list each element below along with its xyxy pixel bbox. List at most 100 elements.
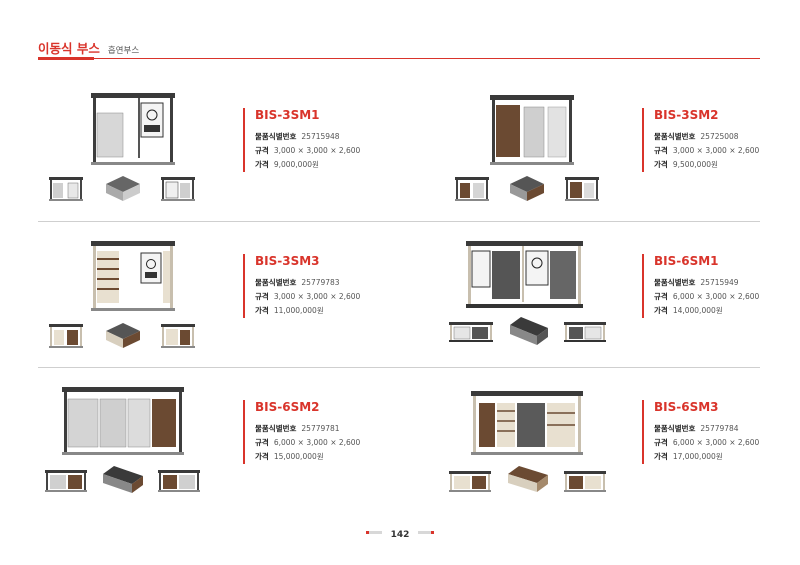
spec-label: 규격 [654,292,668,301]
price-row: 가격 11,000,000원 [255,304,360,318]
row-divider [38,221,760,222]
price-label: 가격 [654,160,668,169]
product-code: BIS-6SM1 [654,254,719,268]
price-label: 가격 [255,306,269,315]
product-info: BIS-6SM1 물품식별번호 25715949 규격 6,000 × 3,000 … [642,254,759,318]
price-row: 가격 9,000,000원 [255,158,360,172]
spec-row: 규격 3,000 × 3,000 × 2,600 [654,144,759,158]
booth-thumbnail [449,471,491,492]
spec-label: 규격 [255,292,269,301]
price-value: 14,000,000원 [672,306,723,315]
price-label: 가격 [654,306,668,315]
item-no-row: 물품식별번호 25779784 [654,422,759,436]
product-code: BIS-6SM2 [255,400,320,414]
row-divider [38,367,760,368]
spec-value: 6,000 × 3,000 × 2,600 [672,438,760,447]
product-code: BIS-3SM3 [255,254,320,268]
booth-thumbnail [510,176,544,201]
booth-thumbnail [565,177,599,201]
spec-row: 규격 6,000 × 3,000 × 2,600 [654,290,759,304]
booth-thumbnail [106,323,140,348]
spec-value: 3,000 × 3,000 × 2,600 [273,146,361,155]
item-no-label: 물품식별번호 [654,424,696,433]
product-info: BIS-3SM2 물품식별번호 25725008 규격 3,000 × 3,000 … [642,108,759,172]
page-header: 이동식 부스 흡연부스 [38,38,139,57]
spec-row: 규격 3,000 × 3,000 × 2,600 [255,290,360,304]
item-no-label: 물품식별번호 [654,132,696,141]
item-no-row: 물품식별번호 25715949 [654,276,759,290]
booth-thumbnail [508,466,548,492]
booth-thumbnail [455,177,489,201]
price-label: 가격 [255,160,269,169]
spec-value: 6,000 × 3,000 × 2,600 [672,292,760,301]
product-card: BIS-3SM2 물품식별번호 25725008 규격 3,000 × 3,000 … [412,80,773,220]
spec-label: 규격 [654,438,668,447]
price-value: 15,000,000원 [273,452,324,461]
page-ornament-right [418,531,435,534]
price-value: 9,000,000원 [273,160,319,169]
section-subtitle: 흡연부스 [107,46,140,56]
booth-thumbnail [161,324,195,348]
item-no-label: 물품식별번호 [255,424,297,433]
spec-row: 규격 3,000 × 3,000 × 2,600 [255,144,360,158]
booth-image [62,387,184,455]
product-code: BIS-3SM2 [654,108,719,122]
page-ornament-left [365,531,382,534]
spec-row: 규격 6,000 × 3,000 × 2,600 [654,436,759,450]
booth-image [91,93,175,165]
product-card: BIS-3SM1 물품식별번호 25715948 규격 3,000 × 3,000 … [38,80,399,220]
spec-value: 3,000 × 3,000 × 2,600 [273,292,361,301]
item-no-label: 물품식별번호 [255,278,297,287]
item-no-value: 25779784 [700,424,739,433]
booth-thumbnail [161,177,195,201]
booth-thumbnail [564,471,606,492]
product-info: BIS-3SM1 물품식별번호 25715948 규격 3,000 × 3,000 … [243,108,360,172]
spec-value: 6,000 × 3,000 × 2,600 [273,438,361,447]
item-no-value: 25715949 [700,278,739,287]
spec-label: 규격 [654,146,668,155]
price-row: 가격 15,000,000원 [255,450,360,464]
booth-thumbnail [449,322,493,342]
item-no-label: 물품식별번호 [255,132,297,141]
product-card: BIS-6SM3 물품식별번호 25779784 규격 6,000 × 3,000 … [412,372,773,512]
price-value: 17,000,000원 [672,452,723,461]
spec-label: 규격 [255,438,269,447]
product-info: BIS-6SM3 물품식별번호 25779784 규격 6,000 × 3,000 … [642,400,759,464]
product-code: BIS-3SM1 [255,108,320,122]
page-footer: 142 [0,522,800,541]
booth-thumbnail [45,470,87,492]
section-title: 이동식 부스 [38,41,100,56]
item-no-row: 물품식별번호 25715948 [255,130,360,144]
booth-thumbnail [510,317,548,345]
booth-thumbnail [106,176,140,201]
product-code: BIS-6SM3 [654,400,719,414]
spec-value: 3,000 × 3,000 × 2,600 [672,146,760,155]
booth-image [91,241,175,311]
booth-image [490,95,574,165]
item-no-row: 물품식별번호 25779781 [255,422,360,436]
item-no-label: 물품식별번호 [654,278,696,287]
booth-thumbnail [564,322,606,342]
price-value: 11,000,000원 [273,306,324,315]
price-label: 가격 [255,452,269,461]
page-number: 142 [390,530,410,540]
item-no-value: 25715948 [301,132,340,141]
spec-row: 규격 6,000 × 3,000 × 2,600 [255,436,360,450]
booth-thumbnail [103,466,143,493]
item-no-value: 25725008 [700,132,739,141]
booth-thumbnail [49,177,83,201]
booth-image [466,241,583,308]
product-card: BIS-6SM2 물품식별번호 25779781 규격 6,000 × 3,000 … [38,372,399,512]
spec-label: 규격 [255,146,269,155]
item-no-row: 물품식별번호 25725008 [654,130,759,144]
header-rule [38,58,760,59]
booth-thumbnail [49,324,83,348]
booth-thumbnail [158,470,200,492]
item-no-value: 25779781 [301,424,340,433]
product-info: BIS-6SM2 물품식별번호 25779781 규격 6,000 × 3,000 … [243,400,360,464]
